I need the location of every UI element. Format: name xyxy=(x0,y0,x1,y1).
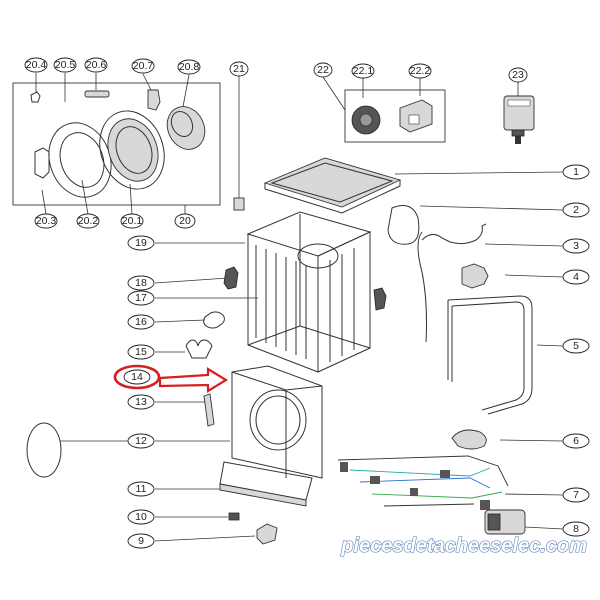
label-15: 15 xyxy=(135,346,147,358)
callout-22-1: 22.1 xyxy=(351,63,375,79)
label-8: 8 xyxy=(573,523,579,535)
label-22: 22 xyxy=(317,64,329,76)
callout-9: 9 xyxy=(127,533,155,549)
part-21 xyxy=(233,197,245,211)
part-23 xyxy=(503,95,535,144)
part-18 xyxy=(223,266,239,290)
label-20-6: 20.6 xyxy=(86,59,107,71)
door-assembly-frame xyxy=(12,82,221,206)
label-20-8: 20.8 xyxy=(179,61,200,73)
label-20-4: 20.4 xyxy=(26,59,47,71)
part-1-top-cover xyxy=(263,157,402,214)
highlight-part-14 xyxy=(113,364,229,393)
callout-20: 20 xyxy=(174,213,196,229)
part-11-drawer-panel xyxy=(219,461,313,507)
part-13 xyxy=(203,393,215,427)
label-5: 5 xyxy=(573,340,579,352)
part-7-wiring-harness xyxy=(337,455,509,510)
callout-16: 16 xyxy=(127,314,155,330)
callout-14: 14 xyxy=(123,369,151,385)
control-box xyxy=(344,89,446,143)
label-3: 3 xyxy=(573,240,579,252)
label-23: 23 xyxy=(512,69,524,81)
label-19: 19 xyxy=(135,237,147,249)
part-hose-left xyxy=(417,231,427,343)
callout-23: 23 xyxy=(508,67,528,83)
label-14: 14 xyxy=(131,371,143,383)
label-20-3: 20.3 xyxy=(36,215,57,227)
callout-6: 6 xyxy=(562,433,590,449)
label-12: 12 xyxy=(135,435,147,447)
callout-21: 21 xyxy=(229,61,249,77)
callout-13: 13 xyxy=(127,394,155,410)
label-22-1: 22.1 xyxy=(353,65,374,77)
callout-18: 18 xyxy=(127,275,155,291)
callout-5: 5 xyxy=(562,338,590,354)
callout-20-2: 20.2 xyxy=(76,213,100,229)
callout-7: 7 xyxy=(562,487,590,503)
part-6-clamp xyxy=(451,429,487,450)
part-2-gasket xyxy=(387,205,420,245)
label-1: 1 xyxy=(573,166,579,178)
callout-20-4: 20.4 xyxy=(24,57,48,73)
label-20-2: 20.2 xyxy=(78,215,99,227)
part-5-pipe xyxy=(447,295,533,415)
callout-labels: 20.4 20.5 20.6 20.7 20.8 20.3 20.2 20.1 … xyxy=(24,57,590,549)
callout-19: 19 xyxy=(127,235,155,251)
label-9: 9 xyxy=(138,535,144,547)
part-9 xyxy=(256,523,278,545)
callout-3: 3 xyxy=(562,238,590,254)
cabinet xyxy=(246,211,372,373)
callout-17: 17 xyxy=(127,290,155,306)
callout-4: 4 xyxy=(562,269,590,285)
label-16: 16 xyxy=(135,316,147,328)
label-6: 6 xyxy=(573,435,579,447)
part-16 xyxy=(203,311,225,329)
label-18: 18 xyxy=(135,277,147,289)
part-12 xyxy=(26,422,62,478)
callout-20-7: 20.7 xyxy=(131,58,155,74)
callout-12: 12 xyxy=(127,433,155,449)
label-20: 20 xyxy=(179,215,191,227)
callout-8: 8 xyxy=(562,521,590,537)
callout-11: 11 xyxy=(127,481,155,497)
label-17: 17 xyxy=(135,292,147,304)
callout-20-5: 20.5 xyxy=(53,57,77,73)
door-parts xyxy=(30,89,206,198)
callout-2: 2 xyxy=(562,202,590,218)
label-11: 11 xyxy=(136,483,147,495)
label-22-2: 22.2 xyxy=(410,65,431,77)
part-3-hose xyxy=(421,223,487,245)
part-side-right xyxy=(373,287,387,311)
watermark-text: piecesdetacheeselec.com xyxy=(340,535,587,557)
part-15 xyxy=(185,339,213,359)
part-10 xyxy=(228,512,240,521)
callout-22-2: 22.2 xyxy=(408,63,432,79)
part-8-motor xyxy=(484,509,526,535)
label-2: 2 xyxy=(573,204,579,216)
leader-lines xyxy=(35,73,564,542)
label-20-7: 20.7 xyxy=(133,60,154,72)
callout-1: 1 xyxy=(562,164,590,180)
callout-20-3: 20.3 xyxy=(34,213,58,229)
callout-22: 22 xyxy=(313,62,333,78)
label-20-5: 20.5 xyxy=(55,59,76,71)
callout-10: 10 xyxy=(127,509,155,525)
label-20-1: 20.1 xyxy=(122,215,143,227)
callout-20-8: 20.8 xyxy=(177,59,201,75)
label-10: 10 xyxy=(135,511,147,523)
callout-20-1: 20.1 xyxy=(120,213,144,229)
callout-15: 15 xyxy=(127,344,155,360)
part-4-pump xyxy=(461,263,489,289)
callout-20-6: 20.6 xyxy=(84,57,108,73)
part-14-front-panel xyxy=(231,365,323,479)
label-13: 13 xyxy=(135,396,147,408)
label-21: 21 xyxy=(233,63,245,75)
label-7: 7 xyxy=(573,489,579,501)
label-4: 4 xyxy=(573,271,579,283)
